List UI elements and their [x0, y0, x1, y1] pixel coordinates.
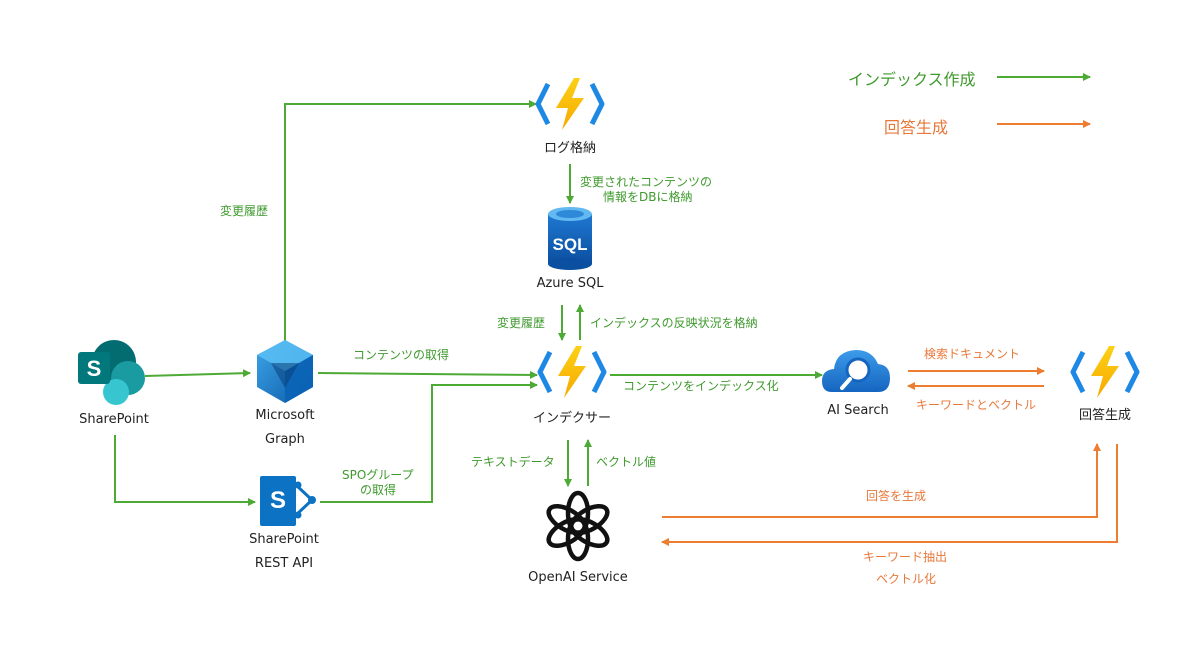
edge-label-change-history-top: 変更履歴	[220, 204, 269, 218]
azure-functions-icon-answer	[1070, 346, 1140, 398]
edge-label-log-to-sql-1: 変更されたコンテンツの	[580, 175, 713, 189]
edge-label-graph-to-indexer: コンテンツの取得	[353, 348, 450, 362]
edge-openai-to-answer	[662, 443, 1101, 518]
answer-label: 回答生成	[1078, 408, 1131, 423]
edge-label-search-docs: 検索ドキュメント	[924, 347, 1021, 361]
edge-label-sql-to-indexer: 変更履歴	[497, 316, 546, 330]
sql-label: Azure SQL	[536, 276, 604, 291]
edge-sharepoint-to-rest	[114, 435, 256, 506]
graph-label-line2: Graph	[265, 432, 305, 447]
orange-edges	[661, 120, 1118, 546]
edge-sharepoint-to-graph	[144, 369, 251, 378]
edge-graph-to-indexer	[317, 370, 538, 379]
edge-label-generate-answer: 回答を生成	[866, 489, 927, 503]
edge-label-log-to-sql-2: 情報をDBに格納	[603, 190, 693, 204]
sharepoint-icon: S	[78, 340, 145, 405]
indexer-label: インデクサー	[532, 411, 611, 426]
legend-answer-label: 回答生成	[884, 118, 949, 137]
log-label: ログ格納	[543, 141, 596, 156]
svg-text:S: S	[270, 487, 286, 514]
edge-answer-to-openai	[661, 444, 1118, 546]
edge-rest-to-indexer	[320, 381, 538, 503]
microsoft-graph-icon	[257, 340, 313, 403]
edge-label-spo-group-1: SPOグループ	[342, 468, 414, 482]
openai-label: OpenAI Service	[528, 570, 628, 585]
edge-label-indexer-to-sql: インデックスの反映状況を格納	[590, 316, 758, 330]
legend-index-label: インデックス作成	[848, 70, 976, 89]
rest-label-line1: SharePoint	[249, 532, 319, 547]
openai-icon	[546, 490, 610, 562]
edge-label-vectorize: ベクトル化	[876, 572, 937, 586]
azure-functions-icon-log	[535, 78, 605, 130]
sharepoint-label: SharePoint	[79, 412, 149, 427]
edge-label-keyword-extract: キーワード抽出	[863, 550, 948, 564]
rest-label-line2: REST API	[254, 556, 314, 571]
ai-search-icon	[822, 350, 890, 392]
edge-graph-to-log	[284, 100, 537, 345]
svg-text:SQL: SQL	[553, 235, 588, 254]
green-edges	[114, 73, 1091, 506]
sharepoint-rest-icon: S	[260, 476, 316, 526]
edge-label-vector-value: ベクトル値	[596, 455, 657, 469]
edge-label-text-data: テキストデータ	[471, 455, 555, 469]
azure-sql-icon: SQL	[548, 207, 592, 270]
edge-label-keyword-vector: キーワードとベクトル	[916, 398, 1037, 412]
search-label: AI Search	[827, 403, 889, 418]
edge-label-indexer-to-search: コンテンツをインデックス化	[623, 379, 779, 393]
edge-label-spo-group-2: の取得	[360, 483, 397, 497]
graph-label-line1: Microsoft	[255, 408, 315, 423]
azure-functions-icon-indexer	[537, 346, 607, 398]
svg-text:S: S	[87, 356, 102, 381]
